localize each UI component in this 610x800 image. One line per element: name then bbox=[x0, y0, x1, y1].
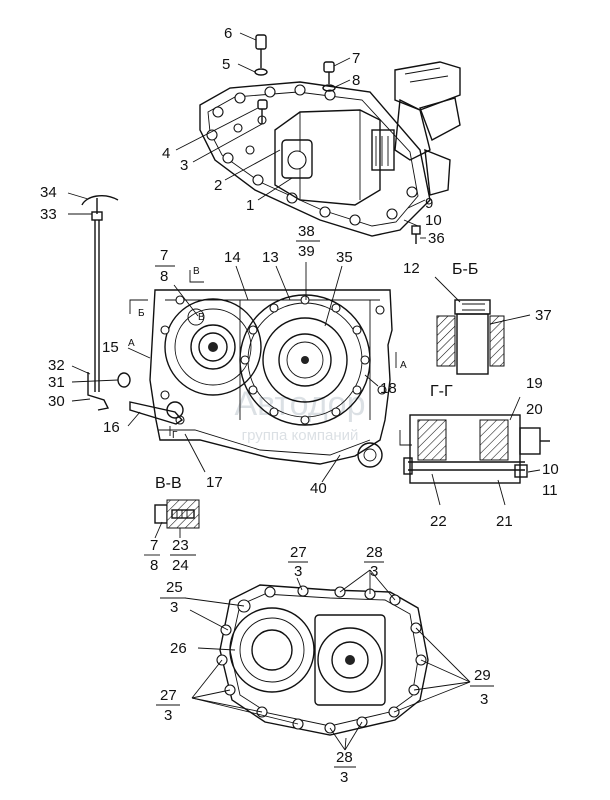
section-title-vv: В-В bbox=[155, 475, 182, 492]
callout-8-vv: 8 bbox=[150, 557, 158, 574]
callout-10: 10 bbox=[425, 212, 442, 229]
callout-28-top: 28 bbox=[366, 544, 383, 561]
hitch-cover-drawing bbox=[175, 32, 461, 244]
callout-29: 29 bbox=[474, 667, 491, 684]
callout-26: 26 bbox=[170, 640, 187, 657]
callout-12: 12 bbox=[403, 260, 420, 277]
callout-38: 38 bbox=[298, 223, 315, 240]
callout-3-25: 3 bbox=[170, 599, 178, 616]
callout-9: 9 bbox=[425, 195, 433, 212]
callout-34: 34 bbox=[40, 184, 57, 201]
callout-39: 39 bbox=[298, 243, 315, 260]
callout-21: 21 bbox=[496, 513, 513, 530]
callout-27-bottom: 27 bbox=[160, 687, 177, 704]
section-mark-b: Б bbox=[138, 308, 145, 319]
callout-2: 2 bbox=[214, 177, 222, 194]
section-titles: Б-Б Г-Г В-В Б В В А А Г bbox=[128, 261, 478, 492]
callout-11: 11 bbox=[542, 482, 558, 499]
callout-4: 4 bbox=[162, 145, 170, 162]
callout-20: 20 bbox=[526, 401, 543, 418]
callout-17: 17 bbox=[206, 474, 223, 491]
callout-19: 19 bbox=[526, 375, 543, 392]
callout-13: 13 bbox=[262, 249, 279, 266]
callout-3-28-top: 3 bbox=[370, 563, 378, 580]
callout-28-bottom: 28 bbox=[336, 749, 353, 766]
callout-23: 23 bbox=[172, 537, 189, 554]
callout-16: 16 bbox=[103, 419, 120, 436]
callout-25: 25 bbox=[166, 579, 183, 596]
section-mark-a-right: А bbox=[400, 360, 407, 371]
callout-37: 37 bbox=[535, 307, 552, 324]
callout-labels: 6 5 7 8 4 3 2 1 9 10 36 34 33 7 8 14 13 … bbox=[40, 25, 559, 786]
callout-33: 33 bbox=[40, 206, 57, 223]
callout-22: 22 bbox=[430, 513, 447, 530]
callout-36: 36 bbox=[428, 230, 445, 247]
callout-24: 24 bbox=[172, 557, 189, 574]
callout-18: 18 bbox=[380, 380, 397, 397]
section-vv-drawing bbox=[154, 499, 200, 539]
callout-27-top: 27 bbox=[290, 544, 307, 561]
callout-10-gg: 10 bbox=[542, 461, 559, 478]
section-mark-g: Г bbox=[172, 430, 178, 441]
section-mark-v: В bbox=[193, 266, 200, 277]
callout-3: 3 bbox=[180, 157, 188, 174]
callout-1: 1 bbox=[246, 197, 254, 214]
callout-7-vv: 7 bbox=[150, 537, 158, 554]
section-mark-v-lower: В bbox=[198, 312, 205, 323]
dipstick-drawing bbox=[67, 192, 131, 411]
gearbox-housing-drawing bbox=[127, 262, 397, 483]
callout-32: 32 bbox=[48, 357, 65, 374]
callout-5: 5 bbox=[222, 56, 230, 73]
callout-8: 8 bbox=[352, 72, 360, 89]
callout-30: 30 bbox=[48, 393, 65, 410]
bottom-housing-drawing bbox=[184, 569, 471, 751]
watermark-subtitle: группа компаний bbox=[242, 427, 359, 444]
callout-31: 31 bbox=[48, 374, 65, 391]
callout-40: 40 bbox=[310, 480, 327, 497]
section-bb-drawing bbox=[434, 276, 531, 375]
callout-15: 15 bbox=[102, 339, 119, 356]
callout-8-mid: 8 bbox=[160, 268, 168, 285]
section-mark-a-left: А bbox=[128, 338, 135, 349]
callout-3-27-top: 3 bbox=[294, 563, 302, 580]
callout-7-mid: 7 bbox=[160, 247, 168, 264]
section-title-gg: Г-Г bbox=[430, 383, 453, 400]
callout-14: 14 bbox=[224, 249, 241, 266]
callout-7: 7 bbox=[352, 50, 360, 67]
section-gg-drawing bbox=[399, 396, 550, 506]
callout-6: 6 bbox=[224, 25, 232, 42]
callout-35: 35 bbox=[336, 249, 353, 266]
callout-3-28-bottom: 3 bbox=[340, 769, 348, 786]
callout-3-27-bottom: 3 bbox=[164, 707, 172, 724]
section-title-bb: Б-Б bbox=[452, 261, 478, 278]
callout-3-29: 3 bbox=[480, 691, 488, 708]
